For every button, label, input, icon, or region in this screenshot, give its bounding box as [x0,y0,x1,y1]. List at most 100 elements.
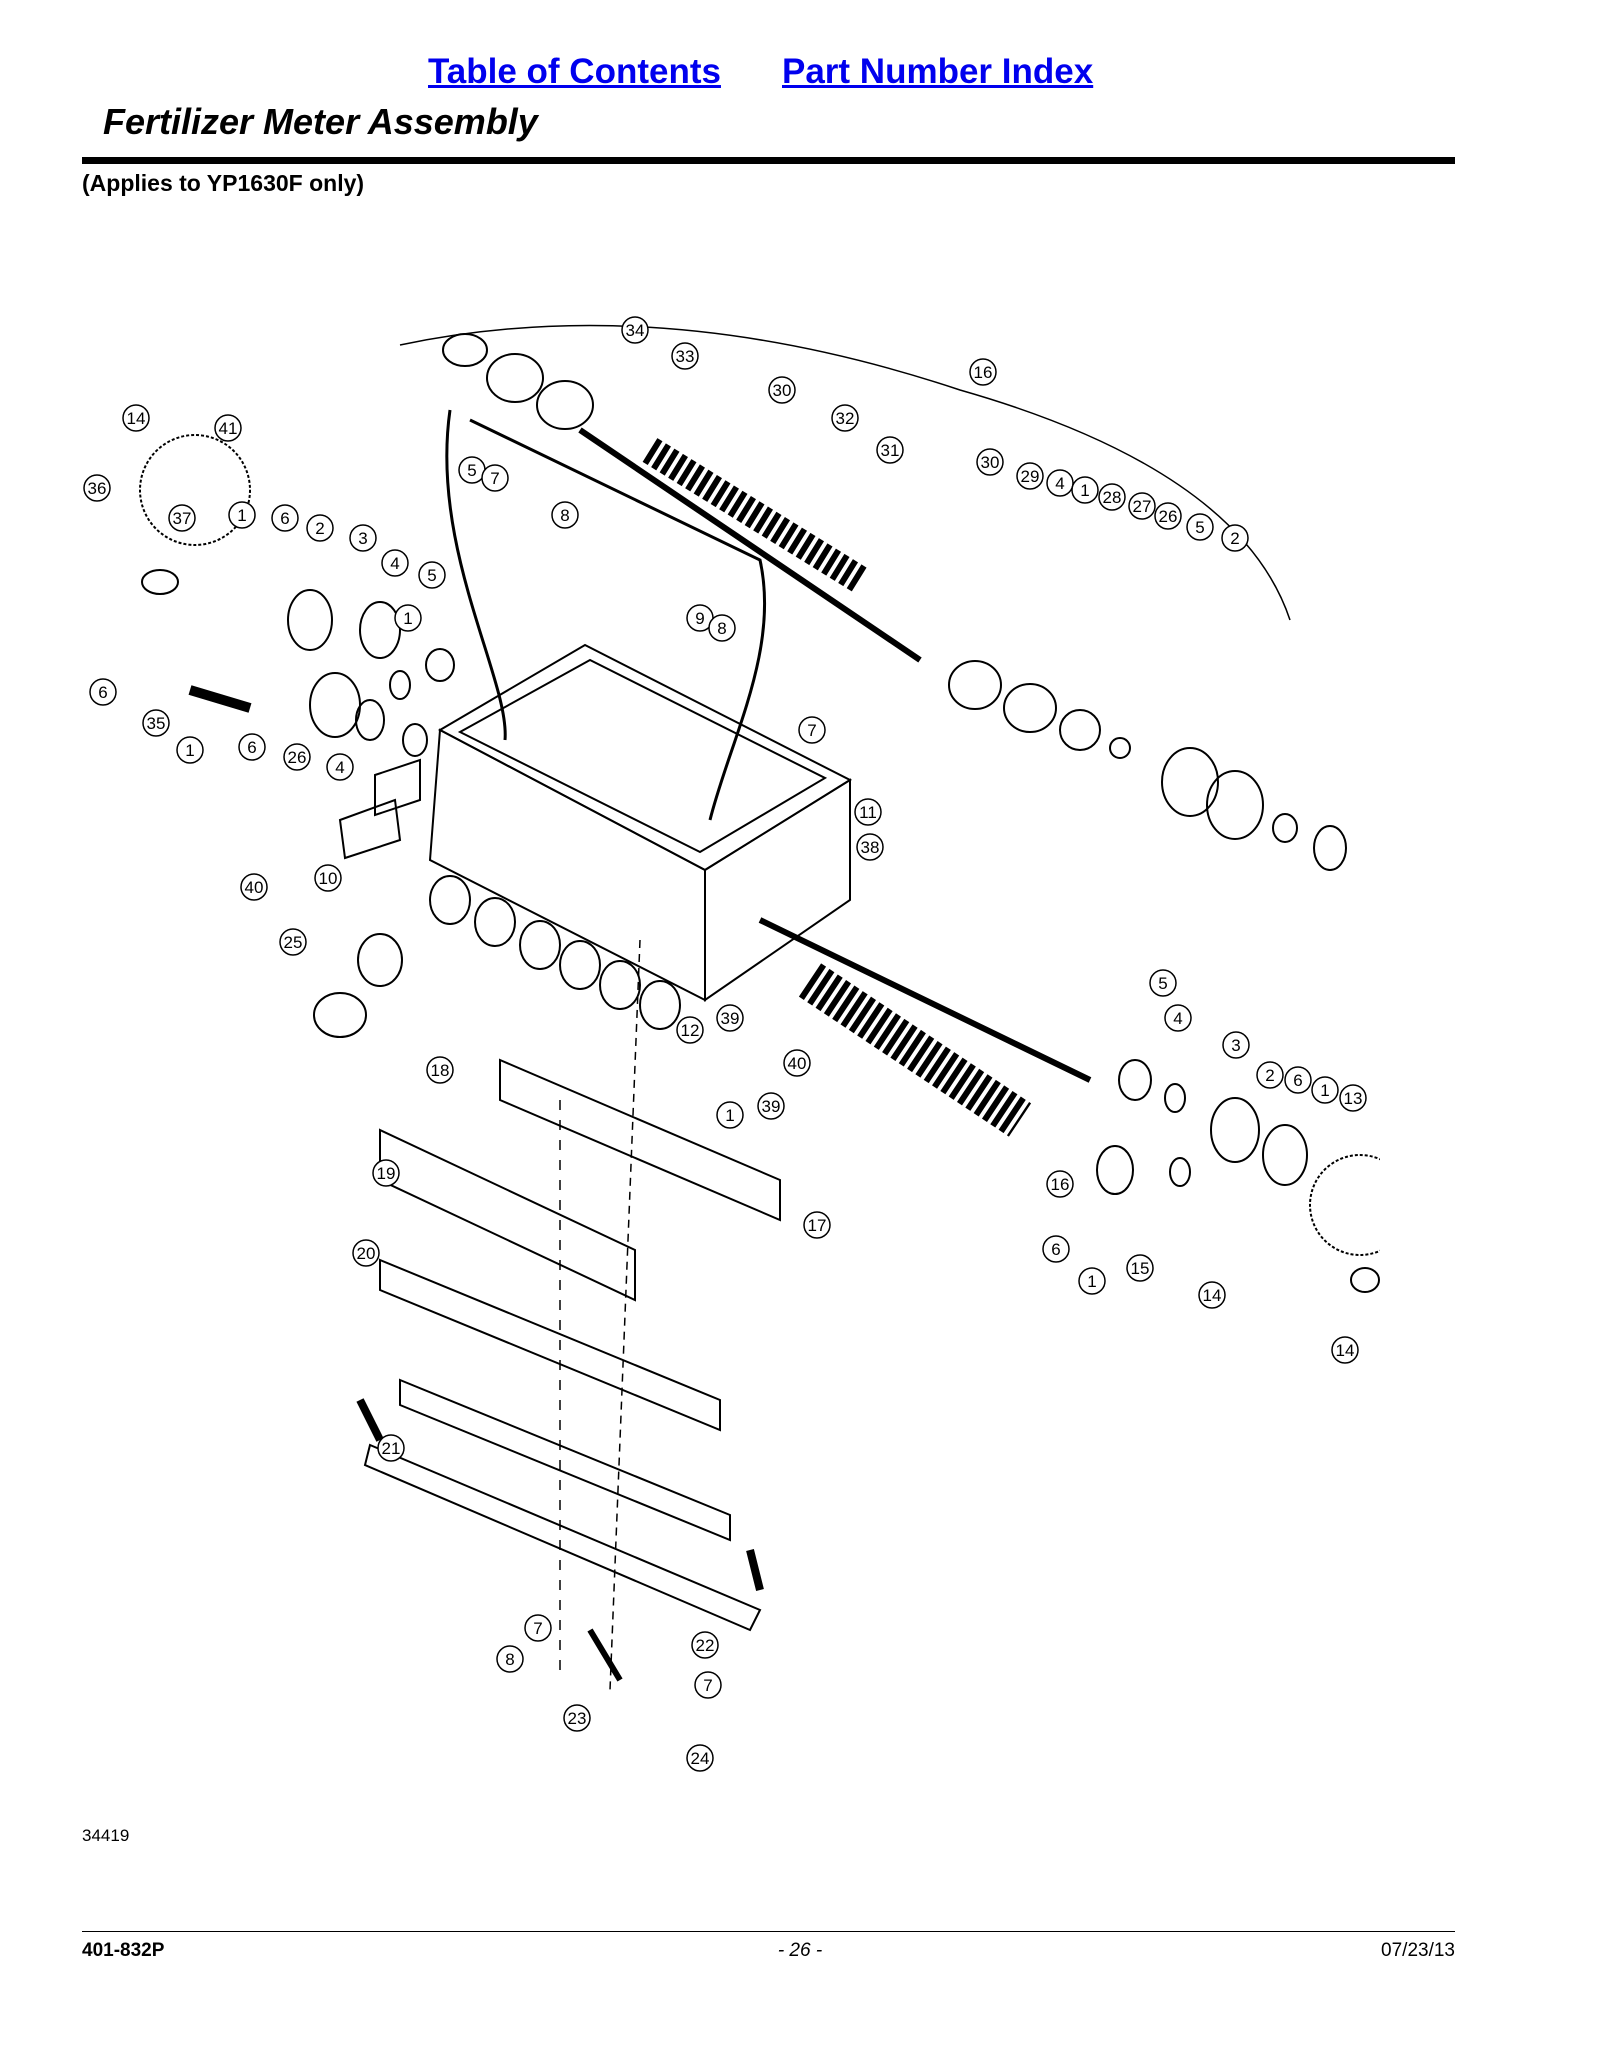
callout-circle [228,501,256,529]
callout-circle [481,464,509,492]
callout-10: 10 [314,864,342,892]
callout-14: 14 [1198,1281,1226,1309]
callout-7: 7 [798,716,826,744]
callout-circle [1046,469,1074,497]
callout-label: 1 [1087,1272,1096,1291]
callout-circle [1016,462,1044,490]
callout-label: 1 [185,741,194,760]
callout-label: 14 [127,409,146,428]
callout-circle [563,1704,591,1732]
callout-label: 4 [1055,474,1064,493]
callout-label: 5 [467,461,476,480]
callout-label: 4 [335,758,344,777]
callout-label: 1 [403,609,412,628]
callout-1: 1 [228,501,256,529]
callout-5: 5 [458,456,486,484]
callout-20: 20 [352,1239,380,1267]
callout-circle [676,1016,704,1044]
callout-label: 24 [691,1749,710,1768]
figure-number: 34419 [82,1826,130,1845]
callout-8: 8 [551,501,579,529]
callout-circle [1198,1281,1226,1309]
callout-label: 3 [1231,1036,1240,1055]
callout-14: 14 [122,404,150,432]
callout-circle [122,404,150,432]
callout-circle [1046,1170,1074,1198]
callout-6: 6 [271,504,299,532]
callout-label: 19 [377,1164,396,1183]
callout-circle [1149,969,1177,997]
callout-label: 4 [390,554,399,573]
callout-label: 14 [1203,1286,1222,1305]
callout-circle [214,414,242,442]
callout-21: 21 [377,1434,405,1462]
part-number-index-link[interactable]: Part Number Index [782,52,1094,91]
callout-circle [176,736,204,764]
callout-circle [876,436,904,464]
nav-links: Table of Contents Part Number Index [0,52,1600,98]
callout-label: 23 [568,1709,587,1728]
callout-circle [854,798,882,826]
callout-32: 32 [831,404,859,432]
callout-circle [238,733,266,761]
callout-30: 30 [768,376,796,404]
callout-25: 25 [279,928,307,956]
callout-35: 35 [142,709,170,737]
callout-6: 6 [1284,1066,1312,1094]
callout-circle [496,1645,524,1673]
callout-circle [283,743,311,771]
callout-5: 5 [418,561,446,589]
callout-label: 4 [1173,1009,1182,1028]
callout-4: 4 [1046,469,1074,497]
callout-40: 40 [240,873,268,901]
callout-6: 6 [89,678,117,706]
callout-13: 13 [1339,1084,1367,1112]
callout-circle [394,604,422,632]
callout-label: 20 [357,1244,376,1263]
callout-4: 4 [381,549,409,577]
callout-7: 7 [694,1671,722,1699]
callout-label: 3 [358,529,367,548]
callout-circle [168,504,196,532]
callout-circle [783,1049,811,1077]
callout-label: 6 [98,683,107,702]
callout-circle [551,501,579,529]
callout-2: 2 [1221,524,1249,552]
callout-2: 2 [1256,1061,1284,1089]
callout-label: 36 [88,479,107,498]
callout-circle [1331,1336,1359,1364]
callout-31: 31 [876,436,904,464]
callout-label: 25 [284,933,303,952]
callout-label: 1 [1080,481,1089,500]
callout-label: 6 [247,738,256,757]
callout-circle [418,561,446,589]
callout-circle [831,404,859,432]
callout-label: 16 [1051,1175,1070,1194]
callout-8: 8 [708,614,736,642]
footer-doc-number: 401-832P [82,1940,165,1961]
callout-3: 3 [349,524,377,552]
table-of-contents-link[interactable]: Table of Contents [428,52,721,91]
callout-circle [1311,1076,1339,1104]
callout-7: 7 [524,1614,552,1642]
callout-28: 28 [1098,483,1126,511]
callout-circle [757,1092,785,1120]
callout-6: 6 [238,733,266,761]
callout-1: 1 [1071,476,1099,504]
callout-1: 1 [176,736,204,764]
callout-label: 14 [1336,1341,1355,1360]
callout-label: 39 [721,1009,740,1028]
callout-label: 27 [1133,497,1152,516]
callout-label: 2 [1265,1066,1274,1085]
callout-circle [1256,1061,1284,1089]
callout-40: 40 [783,1049,811,1077]
callout-4: 4 [1164,1004,1192,1032]
callout-23: 23 [563,1704,591,1732]
callout-label: 28 [1103,488,1122,507]
callout-circle [349,524,377,552]
callout-label: 39 [762,1097,781,1116]
callout-39: 39 [716,1004,744,1032]
callout-34: 34 [621,316,649,344]
